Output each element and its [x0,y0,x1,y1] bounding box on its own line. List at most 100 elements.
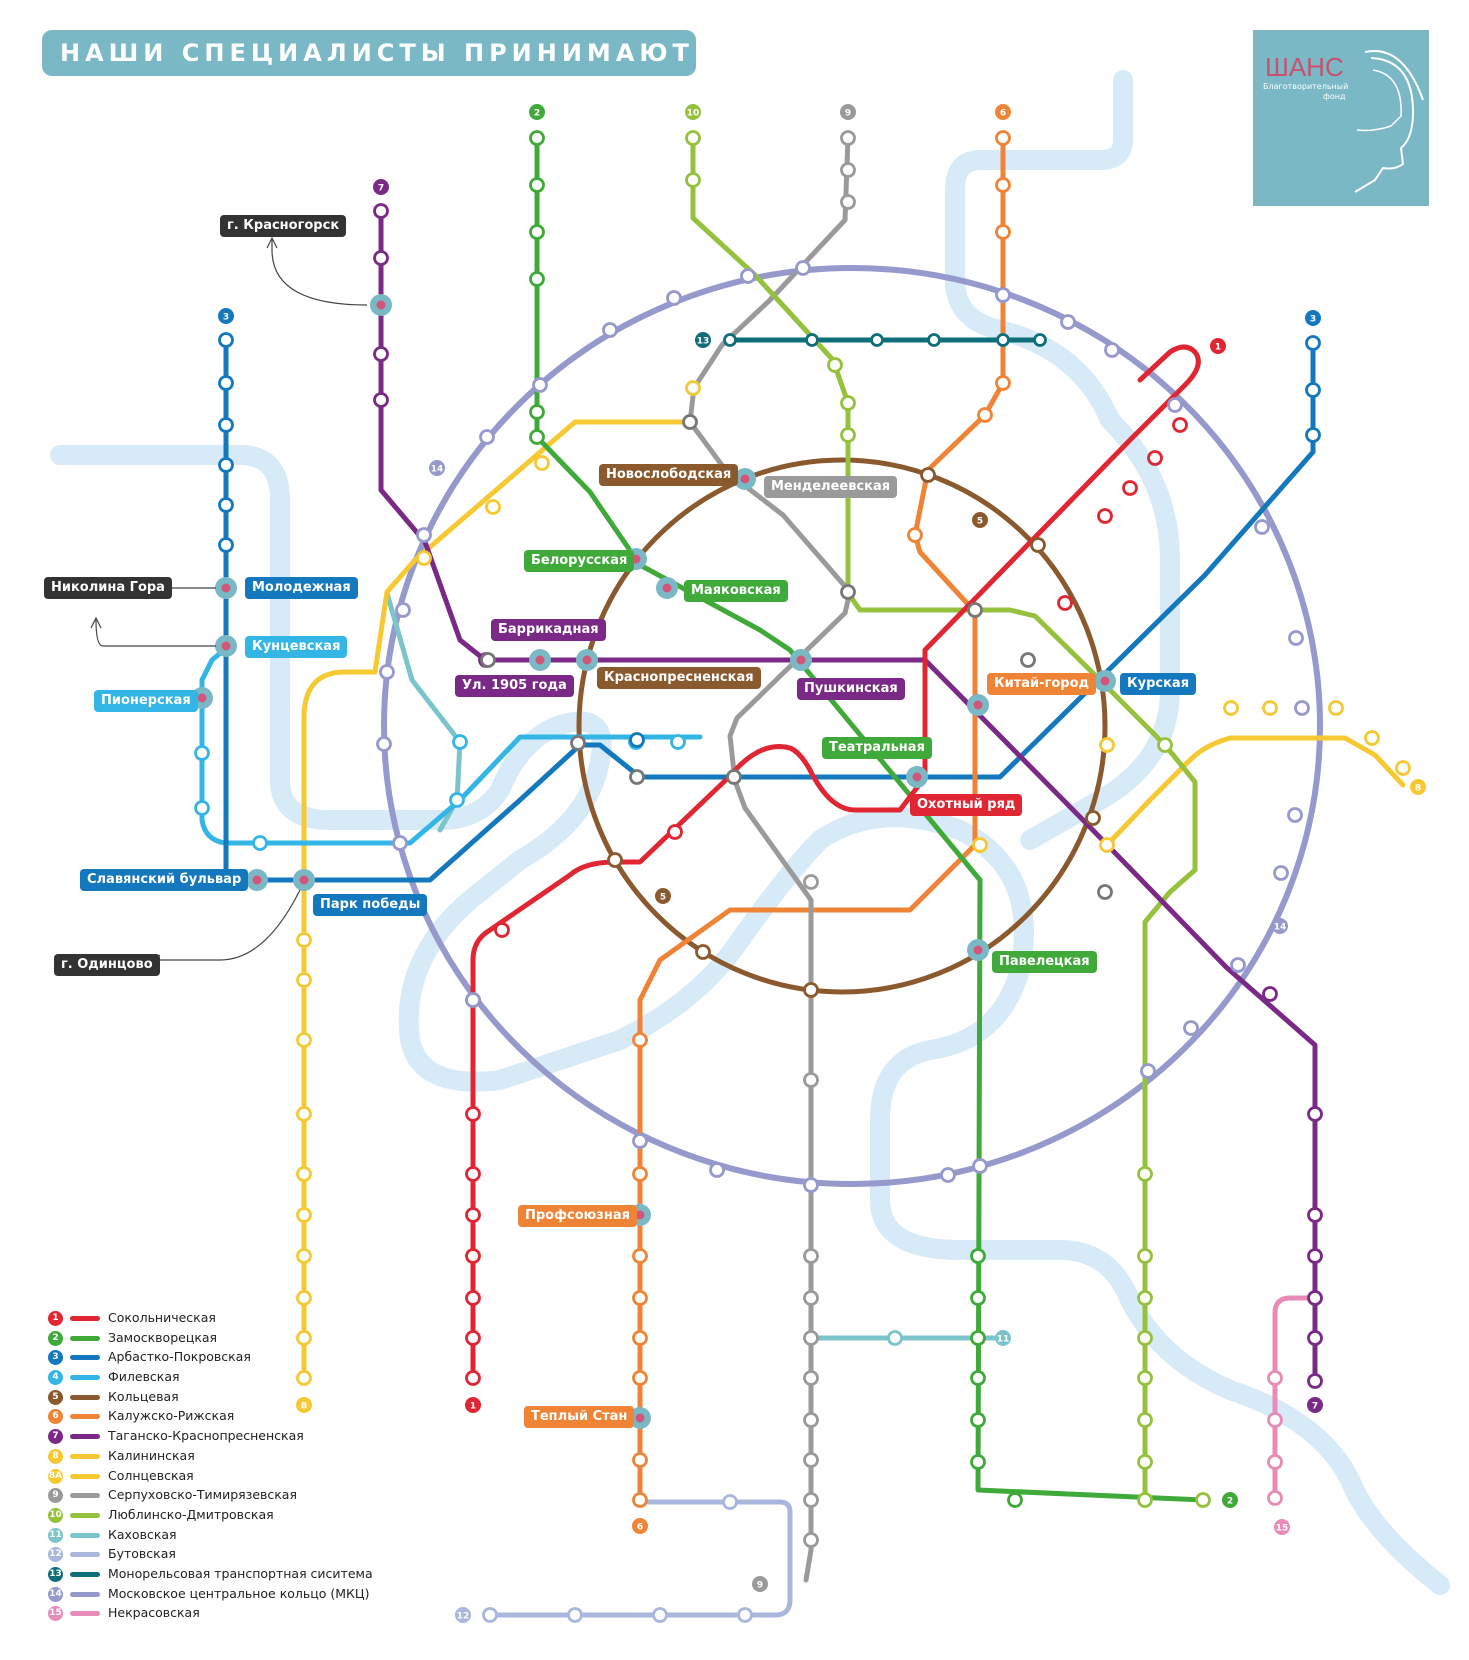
station-marker[interactable] [632,1133,648,1149]
station-marker[interactable] [1307,1106,1323,1122]
station-marker[interactable] [1140,1063,1156,1079]
station-marker[interactable] [840,194,856,210]
station-marker[interactable] [570,735,586,751]
highlighted-station[interactable] [529,649,551,671]
station-marker[interactable] [494,922,510,938]
station-marker[interactable] [940,1167,956,1183]
station-marker[interactable] [529,130,545,146]
station-marker[interactable] [296,1166,312,1182]
station-marker[interactable] [887,1330,903,1346]
station-marker[interactable] [376,736,392,752]
station-marker[interactable] [1307,1373,1323,1389]
station-marker[interactable] [485,499,501,515]
station-marker[interactable] [1267,1490,1283,1506]
station-marker[interactable] [970,1412,986,1428]
station-marker[interactable] [1287,807,1303,823]
station-marker[interactable] [803,1492,819,1508]
station-marker[interactable] [795,260,811,276]
station-marker[interactable] [1328,700,1344,716]
station-marker[interactable] [632,1032,648,1048]
station-marker[interactable] [1267,1454,1283,1470]
station-marker[interactable] [218,537,234,553]
station-marker[interactable] [927,333,941,347]
station-marker[interactable] [970,1330,986,1346]
station-marker[interactable] [373,250,389,266]
station-marker[interactable] [529,271,545,287]
station-marker[interactable] [465,1290,481,1306]
station-marker[interactable] [452,734,468,750]
station-marker[interactable] [194,800,210,816]
station-marker[interactable] [1137,1412,1153,1428]
station-marker[interactable] [296,1290,312,1306]
station-marker[interactable] [870,333,884,347]
highlighted-station[interactable] [576,649,598,671]
station-marker[interactable] [373,392,389,408]
station-marker[interactable] [218,332,234,348]
station-marker[interactable] [970,1454,986,1470]
highlighted-station[interactable] [790,649,812,671]
station-marker[interactable] [1267,1412,1283,1428]
station-marker[interactable] [632,1492,648,1508]
station-marker[interactable] [1157,737,1173,753]
station-marker[interactable] [373,203,389,219]
station-marker[interactable] [972,1158,988,1174]
station-marker[interactable] [840,162,856,178]
station-marker[interactable] [803,1412,819,1428]
station-marker[interactable] [967,602,983,618]
station-marker[interactable] [1307,1207,1323,1223]
highlighted-station[interactable] [656,577,678,599]
station-marker[interactable] [632,1290,648,1306]
station-marker[interactable] [218,417,234,433]
station-marker[interactable] [803,1452,819,1468]
station-marker[interactable] [1085,810,1101,826]
station-marker[interactable] [194,745,210,761]
station-marker[interactable] [629,732,645,748]
station-marker[interactable] [632,1248,648,1264]
station-marker[interactable] [296,1106,312,1122]
station-marker[interactable] [972,837,988,853]
highlighted-station[interactable] [967,939,989,961]
highlighted-station[interactable] [734,468,756,490]
station-marker[interactable] [1099,837,1115,853]
station-marker[interactable] [252,835,268,851]
station-marker[interactable] [465,1248,481,1264]
station-marker[interactable] [1020,652,1036,668]
station-marker[interactable] [1230,957,1246,973]
station-marker[interactable] [996,333,1010,347]
highlighted-station[interactable] [370,294,392,316]
highlighted-station[interactable] [967,694,989,716]
station-marker[interactable] [296,1370,312,1386]
station-marker[interactable] [395,602,411,618]
station-marker[interactable] [1395,760,1411,776]
station-marker[interactable] [740,268,756,284]
station-marker[interactable] [632,1166,648,1182]
station-marker[interactable] [803,1532,819,1548]
station-marker[interactable] [840,584,856,600]
station-marker[interactable] [1030,537,1046,553]
station-marker[interactable] [1262,700,1278,716]
station-marker[interactable] [567,1607,583,1623]
station-marker[interactable] [840,130,856,146]
station-marker[interactable] [1137,1248,1153,1264]
station-marker[interactable] [805,333,819,347]
station-marker[interactable] [1364,730,1380,746]
station-marker[interactable] [1033,333,1047,347]
station-marker[interactable] [827,357,843,373]
station-marker[interactable] [632,1330,648,1346]
station-marker[interactable] [532,377,548,393]
station-marker[interactable] [803,1177,819,1193]
station-marker[interactable] [392,835,408,851]
station-marker[interactable] [1137,1370,1153,1386]
station-marker[interactable] [1057,595,1073,611]
station-marker[interactable] [218,375,234,391]
station-marker[interactable] [722,1494,738,1510]
station-marker[interactable] [465,1330,481,1346]
station-marker[interactable] [1137,1492,1153,1508]
station-marker[interactable] [1288,630,1304,646]
station-marker[interactable] [685,130,701,146]
station-marker[interactable] [1307,1290,1323,1306]
station-marker[interactable] [995,287,1011,303]
station-marker[interactable] [1307,1248,1323,1264]
station-marker[interactable] [632,1370,648,1386]
station-marker[interactable] [1104,342,1120,358]
